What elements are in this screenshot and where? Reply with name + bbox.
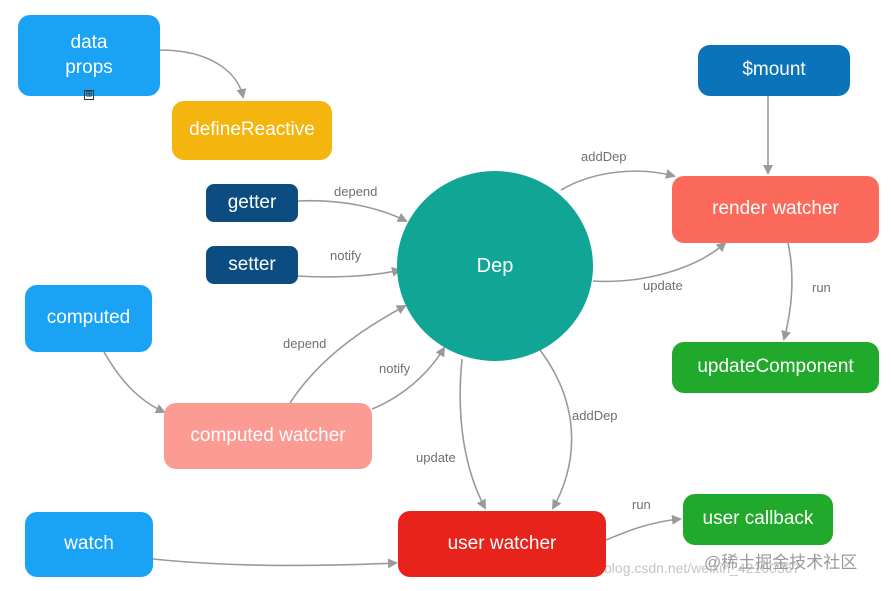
node-data-props-line-1: data [70,31,108,53]
edge-computed-watcher-notify-to-dep [371,346,446,410]
edge-data-to-define-reactive [159,49,247,99]
edge-computed-to-computed-watcher [103,351,166,414]
node-dep-label: Dep [476,255,514,277]
watermark-url: https://blog.csdn.net/weixin_42100367 [562,560,801,576]
edge-setter-to-dep [297,266,402,278]
edge-label-render-run: run [812,280,831,295]
edge-dep-update-to-user-watcher [459,358,486,510]
node-getter-label: getter [227,191,277,213]
node-computed-watcher-label: computed watcher [190,424,346,446]
edge-watch-to-user-watcher [152,558,398,569]
edge-label-setter-notify: notify [330,248,362,263]
node-mount-label: $mount [742,59,806,81]
node-setter[interactable]: setter [206,246,298,284]
edge-label-computed-notify: notify [379,361,411,376]
edge-computed-watcher-depend-to-dep [289,305,407,404]
node-user-watcher[interactable]: user watcher [398,511,606,577]
watermark-brand: @稀土掘金技术社区 [704,553,858,572]
node-data-props-line-2: props [65,56,113,78]
edge-label-dep-update-user: update [416,450,456,465]
node-dep[interactable]: Dep [397,171,593,361]
node-render-watcher-label: render watcher [712,198,839,220]
node-update-component[interactable]: updateComponent [672,342,879,393]
node-user-watcher-label: user watcher [447,532,557,554]
node-computed-watcher[interactable]: computed watcher [164,403,372,469]
node-computed[interactable]: computed [25,285,152,352]
edge-render-watcher-run-to-update-component [781,242,793,341]
edge-label-computed-depend: depend [283,336,327,351]
edge-dep-update-to-render-watcher [592,241,727,283]
expand-toggle-icon[interactable]: ⊞ [84,89,94,100]
edge-label-dep-adddep-user: addDep [572,408,618,423]
edge-label-getter-depend: depend [334,184,378,199]
node-watch[interactable]: watch [25,512,153,577]
node-user-callback-label: user callback [702,508,814,530]
node-render-watcher[interactable]: render watcher [672,176,879,243]
edge-label-user-run: run [632,497,651,512]
edge-label-dep-update-render: update [643,278,683,293]
edge-dep-adddep-to-render-watcher [560,169,676,191]
node-mount[interactable]: $mount [698,45,850,96]
node-setter-label: setter [228,253,276,275]
node-getter[interactable]: getter [206,184,298,222]
edge-getter-to-dep [297,199,408,222]
edge-label-dep-adddep-render: addDep [581,149,627,164]
node-define-reactive-label: defineReactive [189,119,315,141]
node-update-component-label: updateComponent [697,356,854,378]
node-define-reactive[interactable]: defineReactive [172,101,332,160]
edge-user-watcher-run-to-user-callback [605,514,682,541]
node-computed-label: computed [46,307,131,329]
edge-dep-adddep-to-user-watcher [539,349,573,510]
node-user-callback[interactable]: user callback [683,494,833,545]
node-data-props[interactable]: data props [18,15,160,96]
node-watch-label: watch [64,533,114,555]
